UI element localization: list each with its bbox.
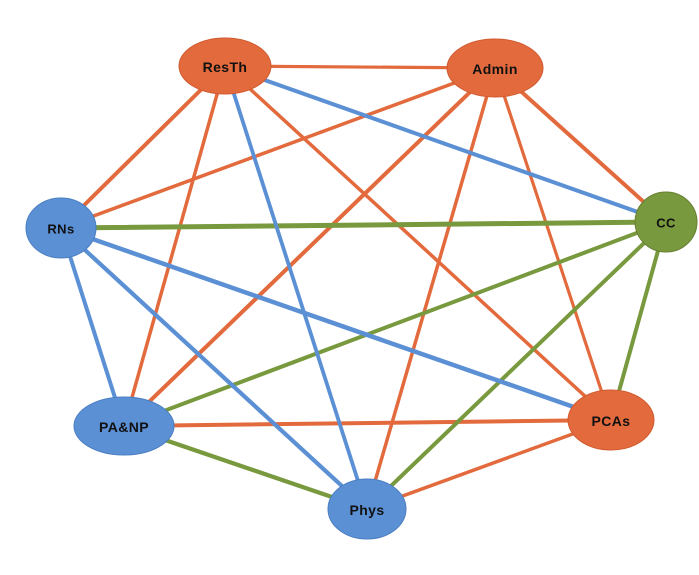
node-ellipse-pcas (567, 389, 655, 451)
node-ellipse-resth (178, 37, 272, 95)
edge-cc-pcas (609, 220, 668, 422)
edge-admin-cc (493, 66, 668, 224)
node-phys: Phys (327, 478, 407, 540)
edge-rns-panp (59, 226, 126, 428)
node-resth: ResTh (178, 37, 272, 95)
node-panp: PA&NP (73, 396, 175, 456)
edge-resth-rns (59, 64, 227, 230)
edge-cc-phys (365, 220, 668, 511)
edge-resth-panp (122, 64, 227, 428)
edge-resth-cc (223, 64, 668, 224)
node-pcas: PCAs (567, 389, 655, 451)
edge-panp-pcas (122, 418, 613, 428)
node-ellipse-rns (25, 197, 97, 259)
node-ellipse-cc (634, 191, 698, 253)
edge-admin-phys (365, 66, 497, 511)
edge-admin-pcas (493, 66, 613, 422)
node-ellipse-phys (327, 478, 407, 540)
edge-admin-panp (122, 66, 497, 428)
node-admin: Admin (446, 38, 544, 98)
edge-rns-phys (58, 225, 370, 512)
node-ellipse-panp (73, 396, 175, 456)
edge-resth-phys (223, 64, 369, 511)
node-rns: RNs (25, 197, 97, 259)
edge-phys-pcas (365, 418, 613, 511)
edge-rns-pcas (58, 225, 614, 423)
edge-rns-cc (58, 219, 669, 231)
node-cc: CC (634, 191, 698, 253)
edge-cc-panp (122, 220, 668, 428)
node-ellipse-admin (446, 38, 544, 98)
edge-resth-pcas (223, 64, 613, 422)
edge-admin-rns (59, 66, 497, 230)
